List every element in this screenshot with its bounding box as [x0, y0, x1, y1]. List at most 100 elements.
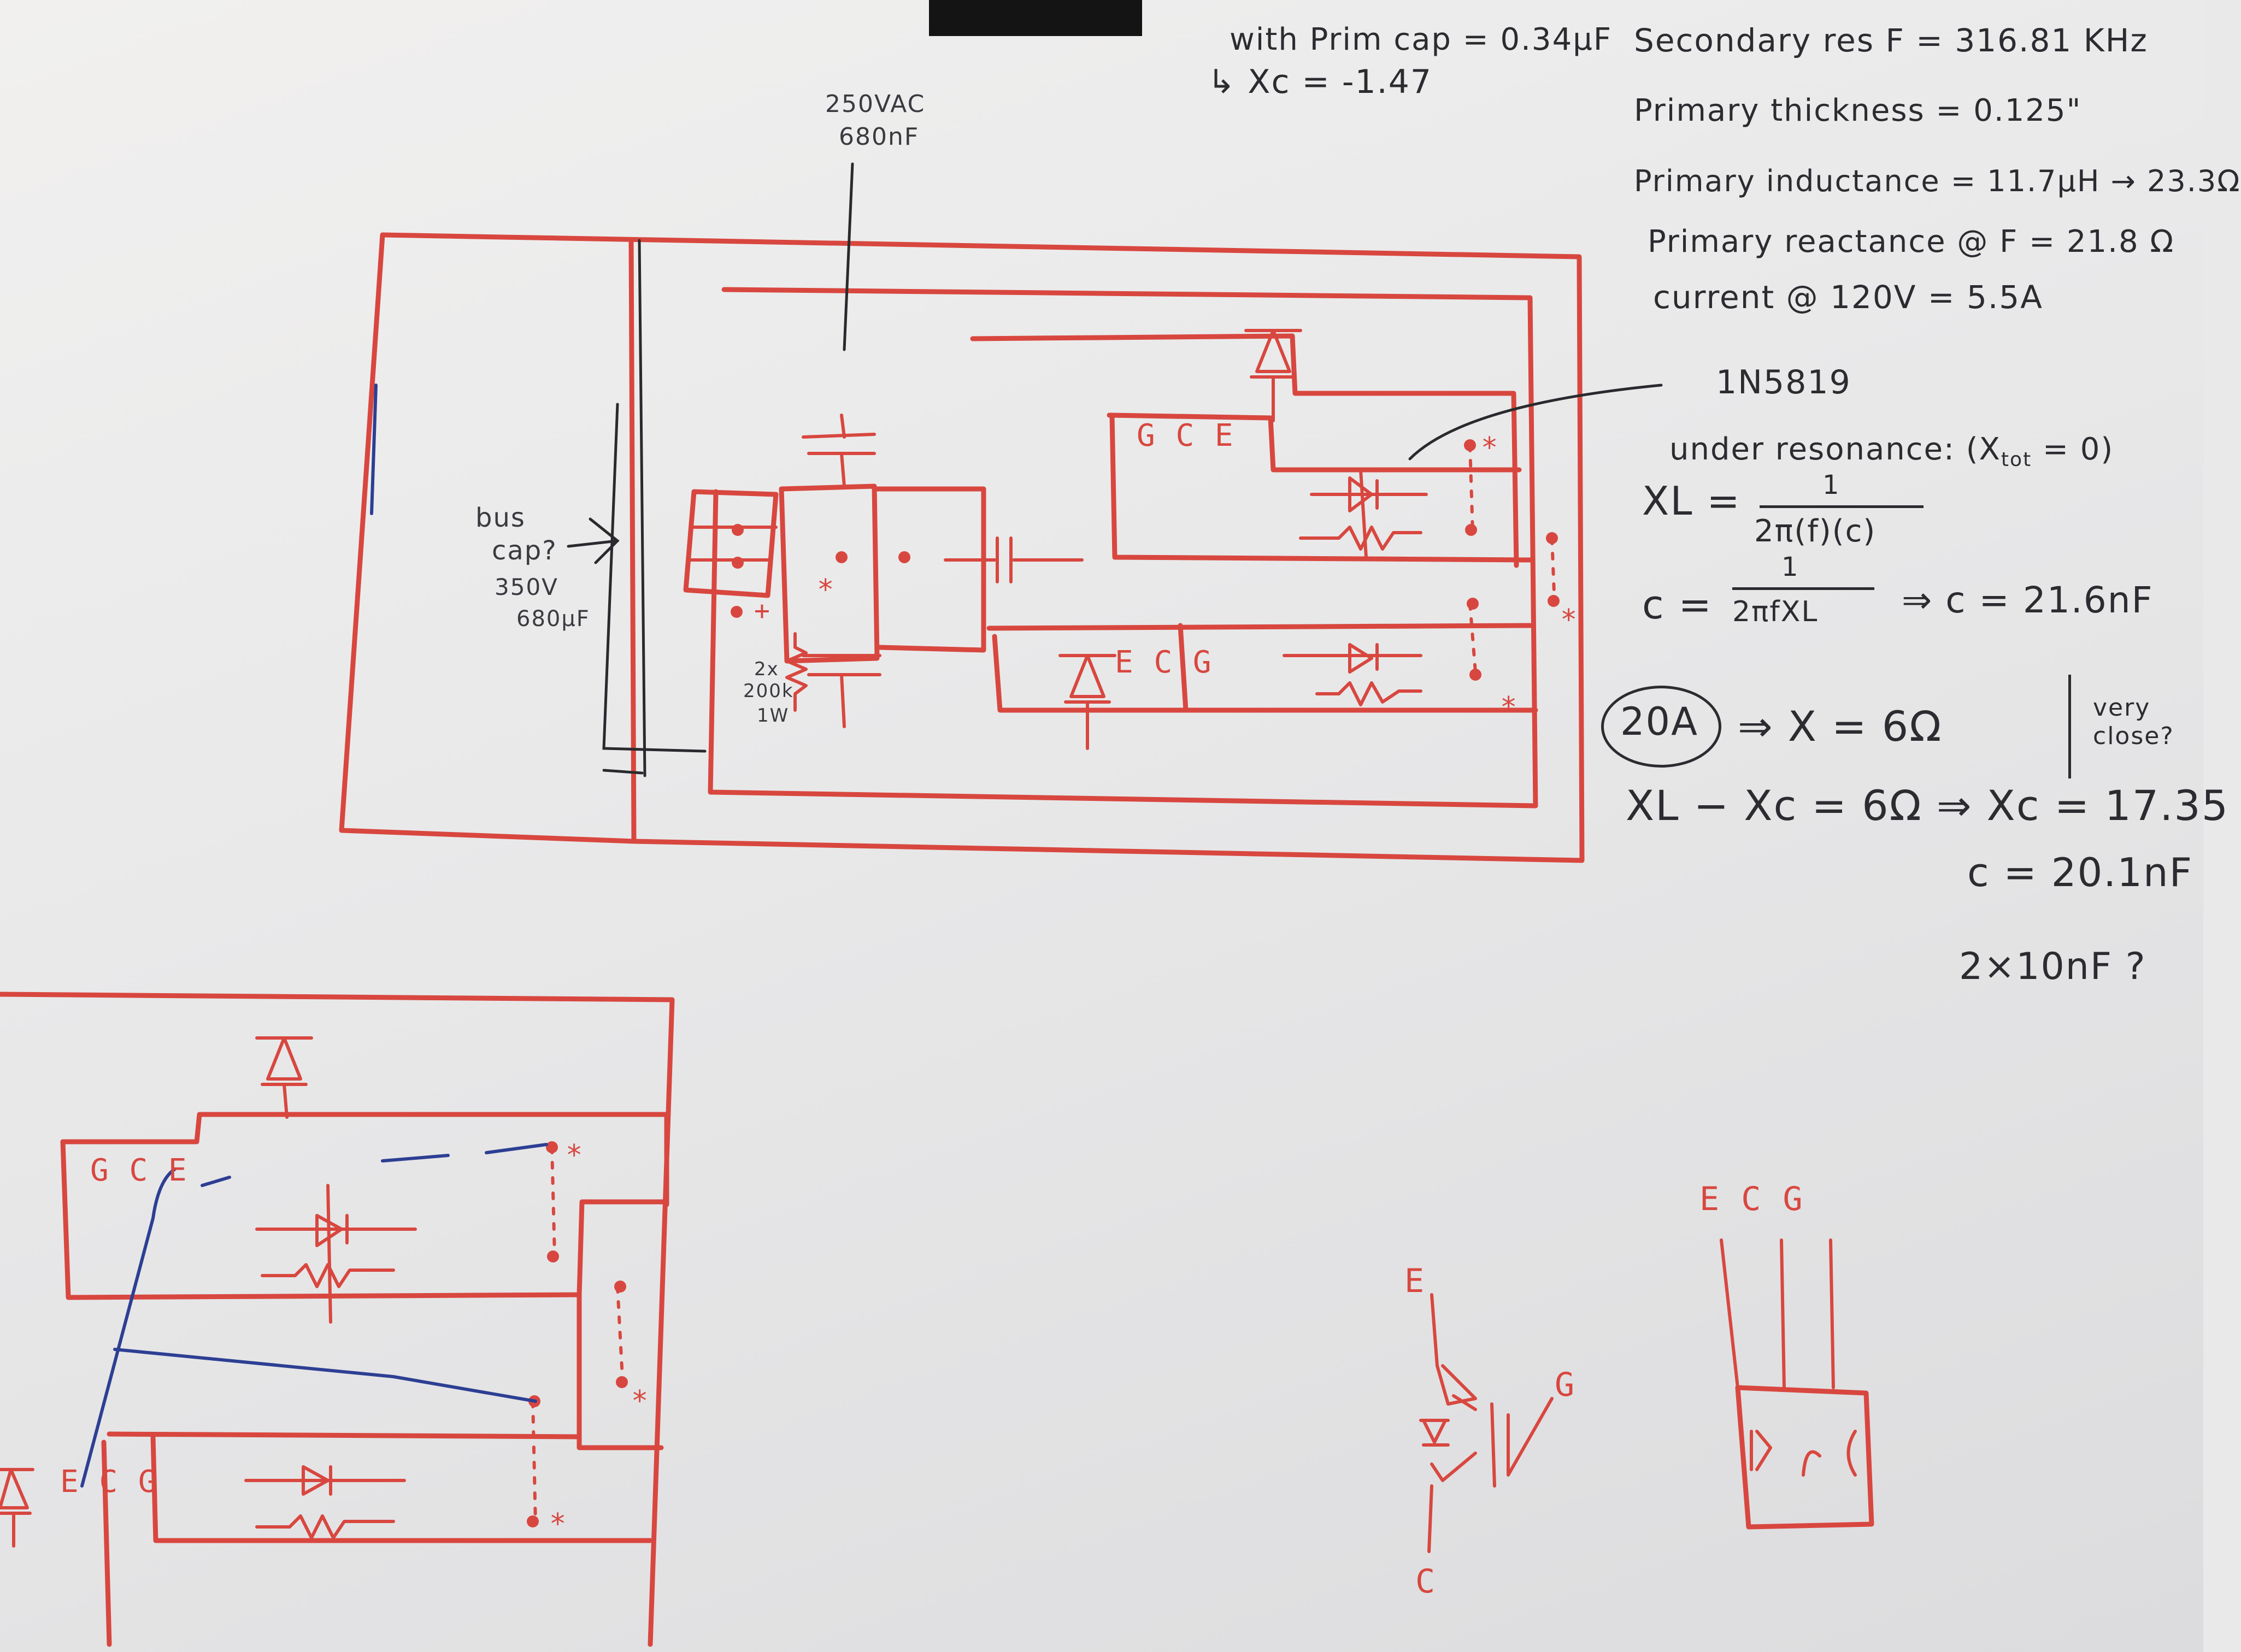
igbt-symbol	[1419, 1293, 1554, 1553]
ll-blue-3	[80, 1167, 177, 1488]
note-2x10nf: 2×10nF ?	[1959, 945, 2146, 988]
ll-outer	[0, 992, 675, 1647]
note-prim-thickness: Primary thickness = 0.125"	[1634, 93, 2082, 128]
igbt-diode	[1419, 1419, 1450, 1447]
dot	[1465, 524, 1477, 536]
dot	[614, 1281, 626, 1293]
pin-c: C	[1154, 645, 1174, 680]
ll-blue-1	[201, 1143, 548, 1187]
note-prim-reactance: Primary reactance @ F = 21.8 Ω	[1648, 224, 2175, 259]
igbt-body	[1436, 1364, 1477, 1411]
ll-dotted-1	[550, 1146, 556, 1258]
pin-e: E	[1115, 645, 1134, 680]
dot	[547, 1250, 559, 1262]
resistor-label-3: 1W	[757, 705, 790, 727]
pin-g: G	[1137, 418, 1156, 453]
ll-dotted-2	[616, 1285, 625, 1389]
pkg-leg-2	[1780, 1238, 1786, 1389]
dot	[616, 1376, 628, 1388]
pin-labels-ll-lower: E C G	[60, 1464, 158, 1500]
ll-mid-block	[577, 1292, 664, 1450]
dot	[898, 551, 910, 563]
dot	[1546, 532, 1558, 544]
bus-cap-arrow	[567, 517, 620, 564]
load-upper	[970, 333, 1519, 568]
zener-bottom	[1058, 654, 1116, 750]
bus-cap-line-4: 680μF	[516, 606, 590, 632]
note-very-close: very close?	[2093, 694, 2174, 750]
pin-labels-ll-upper: G C E	[90, 1153, 188, 1188]
note-diode: 1N5819	[1716, 363, 1851, 402]
igbt-box-2	[1178, 623, 1189, 713]
ll-vert-1	[326, 1184, 332, 1324]
dot	[1467, 598, 1479, 610]
resistor-label-2: 200k	[743, 680, 794, 702]
tape-strip	[929, 0, 1142, 36]
diode-leader	[1408, 384, 1663, 461]
eq-xl-lhs: XL =	[1642, 478, 1741, 524]
arrow-very-close	[2068, 675, 2071, 778]
star-label: *	[566, 1139, 584, 1172]
lower-left-schematic	[0, 992, 675, 1647]
dot	[527, 1515, 539, 1527]
pin-labels-upper: G C E	[1137, 418, 1234, 453]
dotted-3	[1468, 602, 1477, 674]
note-20a: 20A	[1620, 699, 1698, 744]
dot	[1469, 669, 1481, 681]
cap-rating-voltage: 250VAC	[825, 90, 926, 118]
igbt-gate	[1490, 1397, 1554, 1488]
pin-c: C	[99, 1464, 119, 1500]
pkg-leg-1	[1720, 1238, 1739, 1389]
zener-top	[1244, 329, 1302, 422]
eq-c-bar	[1732, 587, 1874, 590]
pin-e: E	[1699, 1180, 1721, 1218]
ll-zener-left	[0, 1468, 34, 1548]
cap-top-plates	[802, 414, 876, 488]
note-secondary-res: Secondary res F = 316.81 KHz	[1634, 22, 2148, 59]
eq-c-lhs: c =	[1642, 582, 1713, 628]
note-xc-result: ↳ Xc = -1.47	[1208, 63, 1433, 101]
pin-c: C	[1175, 418, 1196, 453]
ll-upper-block	[60, 1112, 669, 1207]
pin-e: E	[1214, 418, 1234, 453]
igbt-g-label: G	[1555, 1366, 1576, 1404]
mid-block	[872, 486, 986, 653]
eq-xl-num: 1	[1822, 470, 1840, 500]
main-cap	[944, 536, 1084, 583]
circle-20a	[1601, 686, 1721, 768]
pin-e: E	[168, 1153, 188, 1188]
note-prim-cap: with Prim cap = 0.34μF	[1230, 22, 1613, 57]
pin-c: C	[1741, 1180, 1762, 1218]
note-xl-minus-xc: XL − Xc = 6Ω ⇒ Xc = 17.35	[1626, 781, 2230, 830]
bus-wire-1	[638, 239, 646, 777]
igbt-box-1	[1107, 412, 1522, 473]
load-lower	[986, 623, 1538, 713]
diode-1	[1310, 476, 1428, 512]
to247-package	[1720, 1238, 1874, 1530]
note-prim-inductance: Primary inductance = 11.7μH → 23.3Ω	[1634, 164, 2241, 198]
dot	[836, 551, 848, 563]
pin-c: C	[129, 1153, 149, 1188]
ll-dotted-3	[531, 1400, 537, 1526]
pin-labels-lower: E C G	[1115, 645, 1213, 680]
star-label: *	[1560, 604, 1579, 636]
resistor-label-1: 2x	[754, 658, 779, 680]
plus-label: +	[754, 595, 771, 626]
eq-xl-bar	[1760, 505, 1924, 508]
bus-cap-line-3: 350V	[495, 574, 558, 600]
pin-e: E	[60, 1464, 80, 1500]
res-2	[1315, 681, 1422, 706]
cap-rating-capacitance: 680nF	[839, 123, 920, 151]
dotted-1	[1468, 444, 1474, 534]
pin-g: G	[1783, 1180, 1804, 1218]
bus-cap-line-1: bus	[475, 503, 526, 533]
ll-lower-block	[101, 1431, 653, 1647]
star-label: *	[631, 1385, 650, 1418]
res-1	[1299, 526, 1422, 551]
left-blue-line	[370, 384, 378, 515]
outer-frame	[380, 232, 1585, 863]
ll-diode-1	[255, 1214, 417, 1247]
note-under-resonance: under resonance: (Xtot = 0)	[1669, 432, 2114, 471]
